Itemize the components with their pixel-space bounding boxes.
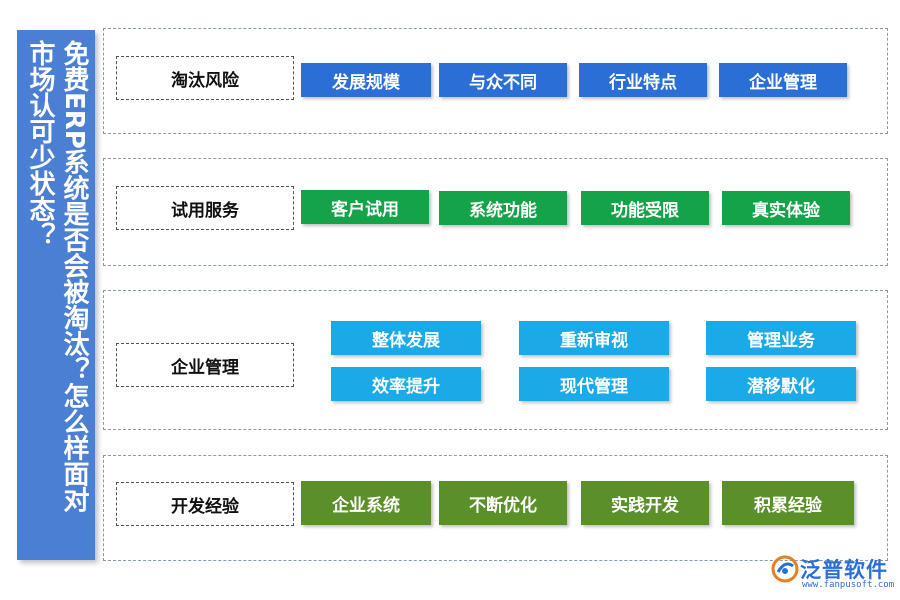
item-chip: 潜移默化 — [706, 367, 856, 401]
section-label: 试用服务 — [116, 186, 294, 230]
section-development-experience: 开发经验 企业系统 不断优化 实践开发 积累经验 — [103, 455, 888, 561]
item-chip: 企业系统 — [301, 481, 431, 525]
section-enterprise-management: 企业管理 整体发展 重新审视 管理业务 效率提升 现代管理 潜移默化 — [103, 290, 888, 430]
item-chip: 系统功能 — [439, 191, 567, 225]
brand-url: www.fanpusoft.com — [802, 580, 895, 590]
item-chip: 整体发展 — [331, 321, 481, 355]
section-trial-service: 试用服务 客户试用 系统功能 功能受限 真实体验 — [103, 158, 888, 266]
item-chip: 重新审视 — [519, 321, 669, 355]
item-chip: 与众不同 — [439, 63, 567, 97]
item-chip: 发展规模 — [301, 63, 431, 97]
item-chip: 管理业务 — [706, 321, 856, 355]
item-chip: 功能受限 — [581, 191, 709, 225]
fanpu-logo-icon — [771, 555, 799, 583]
section-elimination-risk: 淘汰风险 发展规模 与众不同 行业特点 企业管理 — [103, 28, 888, 134]
item-chip: 积累经验 — [722, 481, 854, 525]
side-title-panel: 免费ERP系统是否会被淘汰？怎么样面对 市场认可少状态？ — [17, 30, 95, 560]
side-title-line2: 市场认可少状态？ — [25, 40, 55, 248]
item-chip: 真实体验 — [722, 191, 850, 225]
item-chip: 现代管理 — [519, 367, 669, 401]
section-label: 开发经验 — [116, 482, 294, 526]
item-chip: 效率提升 — [331, 367, 481, 401]
section-label: 淘汰风险 — [116, 56, 294, 100]
brand-logo: 泛普软件 www.fanpusoft.com — [770, 552, 895, 596]
item-chip: 客户试用 — [301, 190, 429, 224]
item-chip: 不断优化 — [439, 481, 567, 525]
side-title-line1: 免费ERP系统是否会被淘汰？怎么样面对 — [59, 40, 89, 513]
brand-name: 泛普软件 — [800, 558, 888, 582]
item-chip: 实践开发 — [581, 481, 709, 525]
item-chip: 企业管理 — [719, 63, 847, 97]
section-label: 企业管理 — [116, 343, 294, 387]
item-chip: 行业特点 — [579, 63, 707, 97]
